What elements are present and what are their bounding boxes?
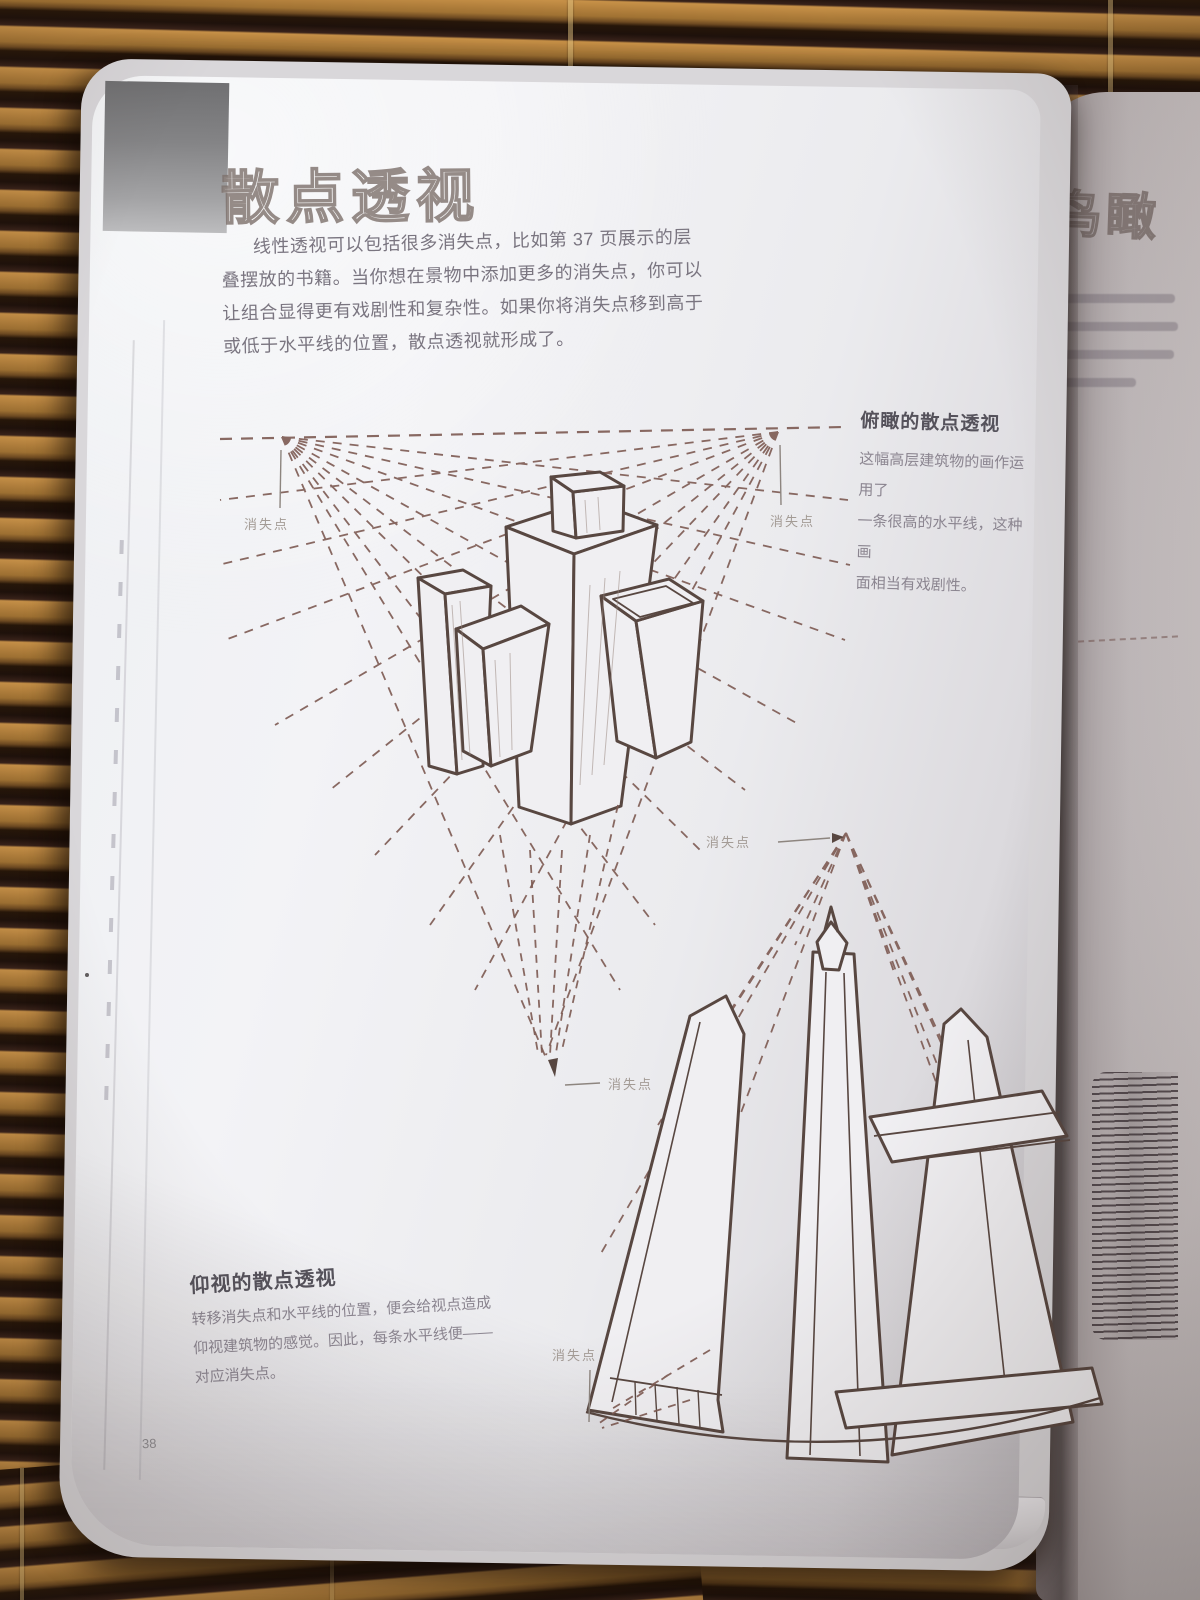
worms-eye-perspective-diagram: 消失点 消失点 [552,832,1104,1464]
right-page-blurred-text [1064,378,1136,387]
blind-cord [1108,0,1113,140]
section-line: 面相当有戏剧性。 [855,574,976,595]
aerial-view-perspective-diagram: 消失点 消失点 消失点 [217,425,851,1092]
page-number: 38 [141,1435,157,1452]
right-page-blurred-text [1063,294,1175,303]
right-page-blurred-text [1060,322,1178,331]
vanishing-point-label: 消失点 [706,835,751,850]
vanishing-point-label: 消失点 [608,1077,653,1092]
vanishing-point-arrow [548,1058,558,1077]
blind-cord [20,1468,24,1600]
vanishing-point-label: 消失点 [552,1348,597,1363]
section-aerial-view: 俯瞰的散点透视 这幅高层建筑物的画作运用了 一条很高的水平线，这种画 面相当有戏… [855,406,1032,604]
vanishing-point-label: 消失点 [244,517,289,532]
ink-dot [85,973,89,977]
partial-grayscale-photo [102,80,230,234]
intro-paragraph: 线性透视可以包括很多消失点，比如第 37 页展示的层 叠摆放的书籍。当你想在景物… [221,221,710,364]
section-worms-eye-view: 仰视的散点透视 转移消失点和水平线的位置，便会给视点造成 仰视建筑物的感觉。因此… [189,1252,565,1392]
section-line: 这幅高层建筑物的画作运用了 [858,450,1025,500]
vanishing-point-label: 消失点 [770,514,815,529]
blind-cord [568,0,573,96]
right-page-blurred-text [1062,350,1174,359]
section-line: 一条很高的水平线，这种画 [856,512,1023,561]
right-page-partial-sketch [1092,1072,1178,1340]
vanishing-point-arrow [832,833,844,843]
chapter-title: 散点透视 [220,163,482,232]
section-heading: 俯瞰的散点透视 [860,410,1001,436]
